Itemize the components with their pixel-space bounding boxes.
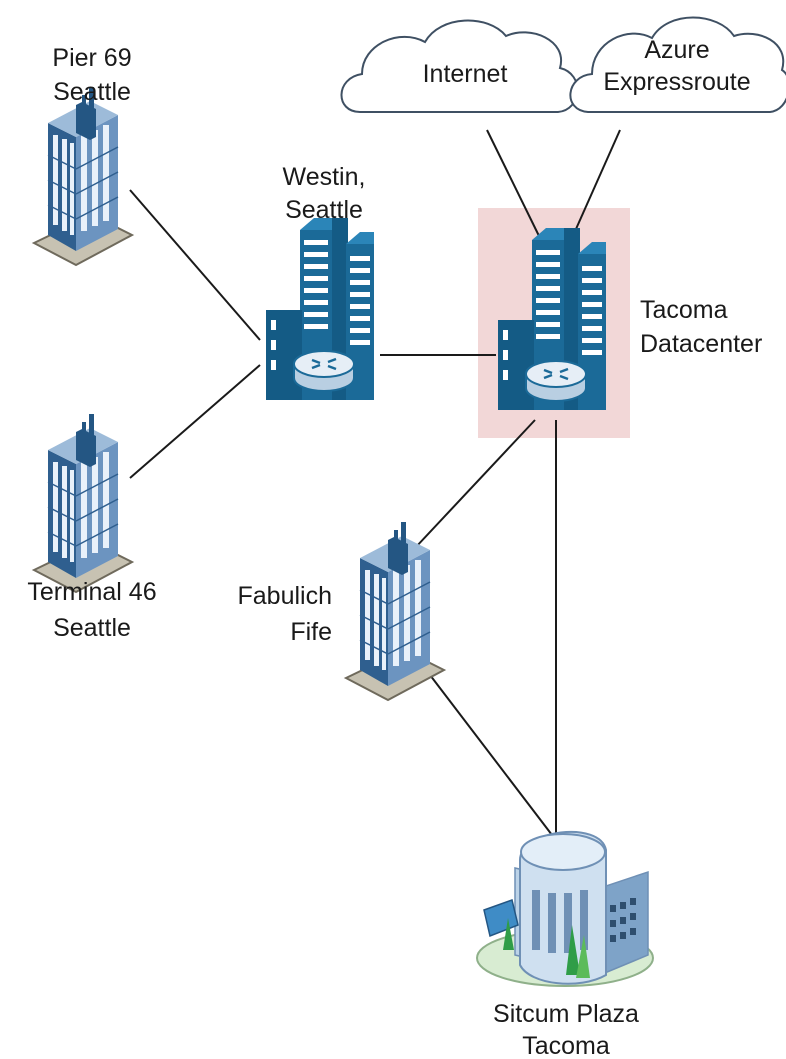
terminal46-label-line2: Seattle	[53, 614, 131, 642]
office-building-icon	[345, 521, 445, 701]
campus-building-icon	[476, 830, 654, 987]
azure-cloud-label-line2: Expressroute	[603, 68, 750, 96]
link-pier69-westin	[129, 189, 261, 341]
azure-cloud-label-line1: Azure	[644, 36, 709, 64]
link-terminal46-westin	[129, 364, 261, 479]
fabulich-site: Fabulich Fife	[238, 521, 445, 701]
internet-cloud-label: Internet	[423, 60, 508, 88]
tacoma-datacenter-label-line1: Tacoma	[640, 296, 728, 324]
tacoma-datacenter-label-line2: Datacenter	[640, 330, 762, 358]
tacoma-datacenter-site: Tacoma Datacenter	[496, 226, 762, 412]
link-internet-datacenter	[486, 129, 541, 239]
azure-cloud: Azure Expressroute	[569, 16, 786, 113]
link-fabulich-sitcum	[429, 674, 553, 836]
fabulich-label-line2: Fife	[290, 618, 332, 646]
router-building-icon	[264, 216, 376, 402]
pier69-label-line1: Pier 69	[52, 44, 131, 72]
pier69-site: Pier 69 Seattle	[33, 44, 133, 266]
westin-label-line1: Westin,	[283, 163, 366, 191]
sitcum-site: Sitcum Plaza Tacoma	[476, 830, 654, 1059]
sitcum-label-line2: Tacoma	[522, 1032, 610, 1059]
pier69-label-line2: Seattle	[53, 78, 131, 106]
office-building-icon	[33, 413, 133, 593]
fabulich-label-line1: Fabulich	[238, 582, 333, 610]
links	[129, 129, 621, 836]
westin-site: Westin, Seattle	[264, 163, 376, 402]
westin-label-line2: Seattle	[285, 196, 363, 224]
terminal46-label-line1: Terminal 46	[27, 578, 156, 606]
link-datacenter-fabulich	[414, 419, 536, 549]
terminal46-site: Terminal 46 Seattle	[27, 413, 157, 642]
link-azure-datacenter	[571, 129, 621, 239]
sitcum-label-line1: Sitcum Plaza	[493, 1000, 639, 1028]
internet-cloud: Internet	[340, 19, 579, 113]
office-building-icon	[33, 86, 133, 266]
